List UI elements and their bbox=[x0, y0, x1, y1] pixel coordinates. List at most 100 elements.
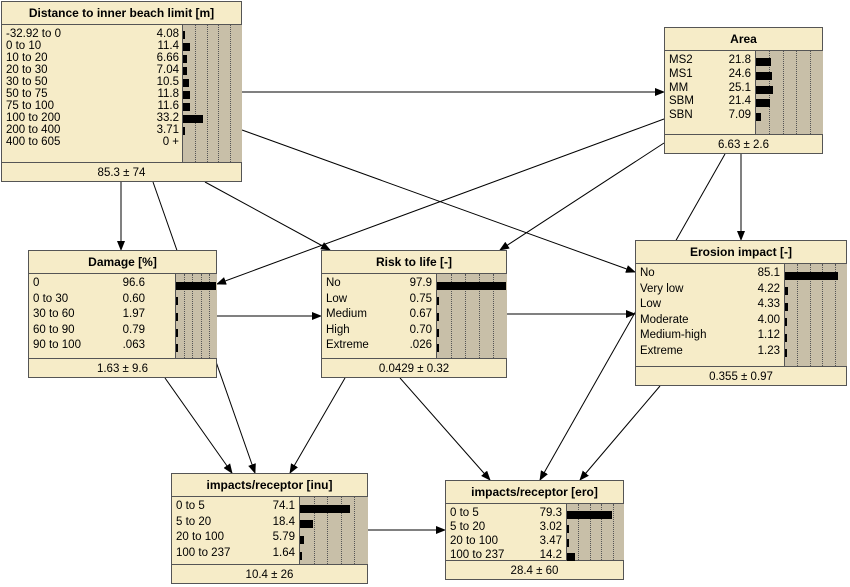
state-row[interactable]: 5 to 20 18.4 bbox=[172, 516, 299, 532]
probability-bar bbox=[300, 551, 302, 560]
probability-bar bbox=[183, 67, 188, 75]
state-label: Extreme bbox=[326, 339, 369, 352]
state-probability: 11.4 bbox=[157, 40, 179, 52]
state-label: No bbox=[640, 267, 655, 279]
grid-line bbox=[834, 264, 836, 366]
grid-line bbox=[601, 504, 603, 560]
grid-line bbox=[218, 25, 220, 162]
node-distance[interactable]: Distance to inner beach limit [m] -32.92 … bbox=[1, 1, 242, 182]
grid-line bbox=[809, 51, 811, 134]
state-label: 0 to 5 bbox=[176, 500, 205, 512]
state-label: 75 to 100 bbox=[6, 100, 54, 112]
state-probability: 0.70 bbox=[409, 323, 432, 336]
state-row[interactable]: 75 to 100 11.6 bbox=[2, 100, 182, 112]
edge-area-to-damage bbox=[216, 118, 665, 285]
grid-line bbox=[230, 25, 232, 162]
state-probability: 4.00 bbox=[757, 313, 780, 326]
state-probability: 33.2 bbox=[156, 112, 179, 124]
probability-bar bbox=[183, 127, 186, 135]
state-probability: 11.6 bbox=[157, 100, 179, 112]
state-label: 0 to 30 bbox=[33, 292, 69, 305]
probability-bar bbox=[176, 297, 178, 306]
probability-bar bbox=[437, 281, 506, 290]
probability-bar bbox=[567, 538, 569, 547]
edge-damage-to-inu bbox=[164, 377, 233, 474]
state-probability: 4.22 bbox=[757, 282, 780, 295]
probability-bar bbox=[437, 313, 439, 321]
probability-bar bbox=[183, 43, 190, 51]
node-mean-sd: 1.63 ± 9.6 bbox=[96, 363, 149, 375]
node-title: Distance to inner beach limit [m] bbox=[2, 2, 241, 25]
state-row[interactable]: 90 to 100.063 bbox=[29, 339, 175, 355]
probability-bar bbox=[176, 281, 216, 290]
state-row[interactable]: Extreme 1.23 bbox=[636, 345, 784, 361]
state-label: Medium bbox=[326, 308, 367, 321]
state-row[interactable]: -32.92 to 0 4.08 bbox=[2, 28, 182, 40]
grid-line bbox=[184, 274, 186, 358]
state-label: 0 bbox=[33, 277, 40, 289]
grid-line bbox=[822, 264, 824, 366]
state-probability: .063 bbox=[122, 339, 145, 352]
probability-bar bbox=[567, 510, 613, 519]
state-label: -32.92 to 0 bbox=[6, 28, 61, 40]
state-probability: 4.08 bbox=[156, 28, 179, 40]
node-mean-sd: 0.0429 ± 0.32 bbox=[378, 363, 450, 375]
state-label: Extreme bbox=[640, 344, 683, 357]
node-title: Damage [%] bbox=[29, 251, 216, 274]
state-label: 60 to 90 bbox=[33, 323, 75, 336]
state-label: 5 to 20 bbox=[176, 515, 212, 528]
probability-bar bbox=[785, 302, 788, 311]
state-label: 20 to 100 bbox=[450, 534, 498, 547]
state-probability: 79.3 bbox=[539, 507, 562, 519]
probability-bar bbox=[785, 271, 838, 280]
state-probability: 18.4 bbox=[272, 515, 295, 528]
state-probability: 1.23 bbox=[757, 344, 780, 357]
node-title: impacts/receptor [ero] bbox=[446, 481, 623, 504]
grid-line bbox=[578, 504, 580, 560]
state-row[interactable]: Extreme.026 bbox=[322, 339, 436, 355]
state-probability: 21.4 bbox=[728, 95, 751, 108]
state-probability: 14.2 bbox=[539, 548, 562, 561]
state-label: MS1 bbox=[669, 67, 693, 80]
node-mean-sd: 6.63 ± 2.6 bbox=[717, 139, 770, 151]
